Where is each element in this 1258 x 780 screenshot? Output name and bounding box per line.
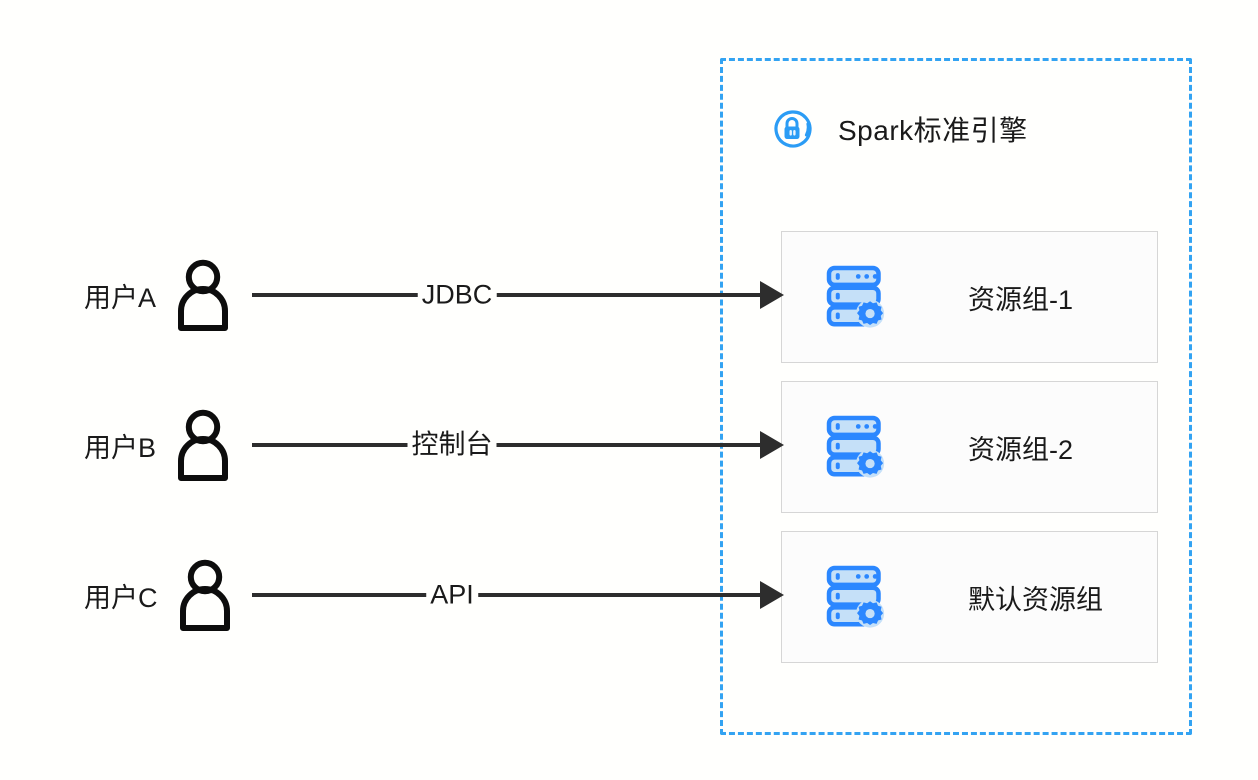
user-label: 用户B xyxy=(84,432,157,463)
connection-label: JDBC xyxy=(417,281,497,309)
connection-label: API xyxy=(426,581,478,609)
person-icon xyxy=(172,408,234,482)
connection-console: 控制台 xyxy=(252,425,784,465)
connection-jdbc: JDBC xyxy=(252,275,784,315)
person-icon xyxy=(172,258,234,332)
resource-group-card[interactable]: 默认资源组 xyxy=(781,531,1158,663)
user-node[interactable]: 用户A xyxy=(84,258,234,332)
user-node[interactable]: 用户C xyxy=(84,558,236,632)
connection-label: 控制台 xyxy=(407,431,497,459)
person-icon xyxy=(174,558,236,632)
resource-group-card[interactable]: 资源组-2 xyxy=(781,381,1158,513)
spark-engine-header: Spark标准引擎 xyxy=(768,105,1028,153)
server-rack-gear-icon xyxy=(782,259,892,336)
user-label: 用户C xyxy=(84,582,158,613)
server-rack-gear-icon xyxy=(782,559,892,636)
lock-circle-icon xyxy=(768,105,816,153)
resource-group-label: 资源组-1 xyxy=(968,284,1074,315)
user-node[interactable]: 用户B xyxy=(84,408,234,482)
resource-group-card[interactable]: 资源组-1 xyxy=(781,231,1158,363)
spark-engine-container xyxy=(720,58,1192,735)
user-label: 用户A xyxy=(84,282,157,313)
connection-api: API xyxy=(252,575,784,615)
resource-group-label: 资源组-2 xyxy=(968,434,1074,465)
spark-engine-title: Spark标准引擎 xyxy=(838,115,1028,146)
server-rack-gear-icon xyxy=(782,409,892,486)
resource-group-label: 默认资源组 xyxy=(968,584,1103,615)
